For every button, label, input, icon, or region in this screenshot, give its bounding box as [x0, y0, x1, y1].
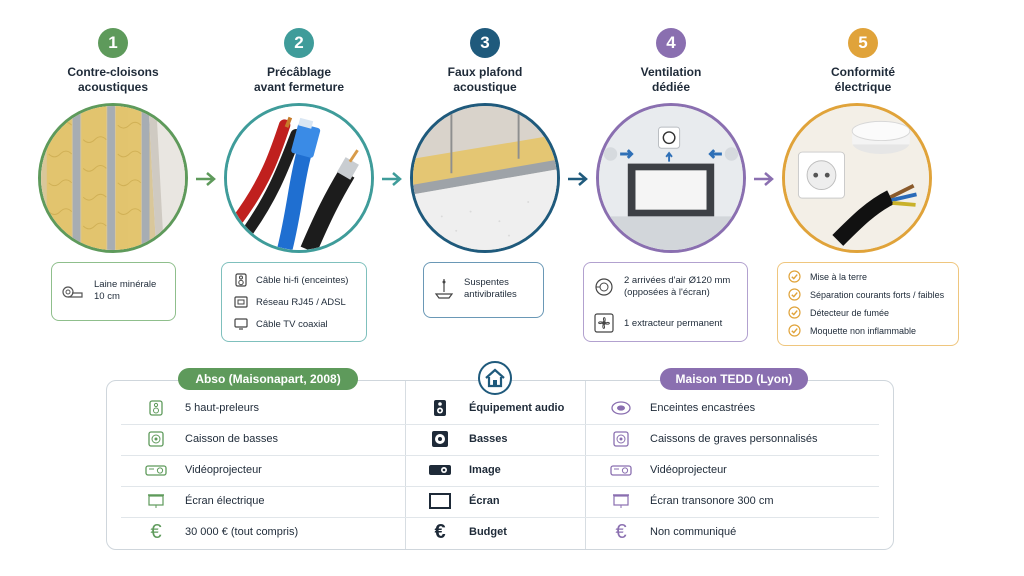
left-cell-screen: Écran électrique — [143, 486, 265, 516]
card-4-line-3: 1 extracteur permanent — [624, 317, 723, 329]
step-1-card: Laine minérale 10 cm — [51, 262, 176, 321]
arrow-right-icon — [754, 172, 774, 186]
electrical-illustration — [782, 103, 932, 253]
projection-screen-icon — [608, 492, 634, 510]
extractor-fan-icon — [594, 313, 614, 333]
comparison-table — [106, 380, 894, 550]
step-5-number: 5 — [848, 28, 878, 58]
card-3-line-2: antivibratiles — [464, 289, 517, 300]
right-cell-image: Vidéoprojecteur — [608, 455, 727, 485]
speaker-icon — [235, 273, 247, 287]
arrow-right-icon — [196, 172, 216, 186]
step-1-number: 1 — [98, 28, 128, 58]
step-3-card: Suspentes antivibratiles — [423, 262, 544, 318]
left-cell-budget: € 30 000 € (tout compris) — [143, 517, 298, 547]
ceiling-illustration — [410, 103, 560, 253]
card-5-line-1: Mise à la terre — [810, 271, 868, 282]
speaker-icon — [143, 399, 169, 417]
step-5-card: Mise à la terre Séparation courants fort… — [777, 262, 959, 346]
card-1-line-1: Laine minérale — [94, 279, 157, 290]
left-cell-image: Vidéoprojecteur — [143, 455, 262, 485]
arrow-right-icon — [382, 172, 402, 186]
right-cell-budget: € Non communiqué — [608, 517, 736, 547]
cables-illustration — [224, 103, 374, 253]
network-port-icon — [234, 296, 248, 308]
screen-icon — [427, 492, 453, 510]
air-inlet-icon — [595, 278, 613, 296]
step-4-card: 2 arrivées d'air Ø120 mm (opposées à l'é… — [583, 262, 748, 342]
insulation-roll-icon — [62, 286, 83, 298]
euro-icon: € — [615, 520, 627, 543]
step-3-number: 3 — [470, 28, 500, 58]
card-4-line-1: 2 arrivées d'air Ø120 mm — [624, 275, 731, 286]
card-3-line-1: Suspentes — [464, 277, 509, 288]
check-circle-icon — [788, 324, 801, 337]
subwoofer-icon — [608, 430, 634, 448]
projector-icon — [143, 461, 169, 479]
subwoofer-icon — [427, 430, 453, 448]
left-cell-bass: Caisson de basses — [143, 424, 278, 454]
projection-screen-icon — [143, 492, 169, 510]
tv-icon — [234, 318, 248, 330]
mid-cell-bass: Basses — [427, 424, 508, 454]
mid-cell-screen: Écran — [427, 486, 500, 516]
mid-cell-image: Image — [427, 455, 501, 485]
step-4-number: 4 — [656, 28, 686, 58]
suspension-icon — [434, 279, 454, 299]
home-icon — [478, 361, 512, 395]
euro-icon: € — [150, 520, 162, 543]
card-4-line-2: (opposées à l'écran) — [624, 287, 710, 298]
check-circle-icon — [788, 288, 801, 301]
right-cell-screen: Écran transonore 300 cm — [608, 486, 774, 516]
card-2-line-2: Réseau RJ45 / ADSL — [256, 296, 346, 308]
card-5-line-4: Moquette non inflammable — [810, 325, 917, 336]
projector-icon — [427, 461, 453, 479]
card-5-line-2: Séparation courants forts / faibles — [810, 289, 945, 300]
mid-cell-budget: € Budget — [427, 517, 506, 547]
left-column-title: Abso (Maisonapart, 2008) — [178, 368, 358, 390]
right-cell-bass: Caissons de graves personnalisés — [608, 424, 818, 454]
check-circle-icon — [788, 306, 801, 319]
check-circle-icon — [788, 270, 801, 283]
ventilation-illustration — [596, 103, 746, 253]
ceiling-speaker-icon — [608, 399, 634, 417]
arrow-right-icon — [568, 172, 588, 186]
step-2-card: Câble hi-fi (enceintes) Réseau RJ45 / AD… — [221, 262, 367, 342]
right-cell-audio: Enceintes encastrées — [608, 393, 755, 423]
euro-icon: € — [434, 520, 446, 543]
wall-insulation-illustration — [38, 103, 188, 253]
step-2-number: 2 — [284, 28, 314, 58]
left-cell-audio: 5 haut-preleurs — [143, 393, 259, 423]
speaker-icon — [427, 399, 453, 417]
projector-icon — [608, 461, 634, 479]
card-1-line-2: 10 cm — [94, 291, 120, 302]
mid-cell-audio: Équipement audio — [427, 393, 564, 423]
card-2-line-3: Câble TV coaxial — [256, 318, 328, 330]
subwoofer-icon — [143, 430, 169, 448]
card-2-line-1: Câble hi-fi (enceintes) — [256, 274, 349, 286]
card-5-line-3: Détecteur de fumée — [810, 307, 890, 318]
right-column-title: Maison TEDD (Lyon) — [660, 368, 808, 390]
